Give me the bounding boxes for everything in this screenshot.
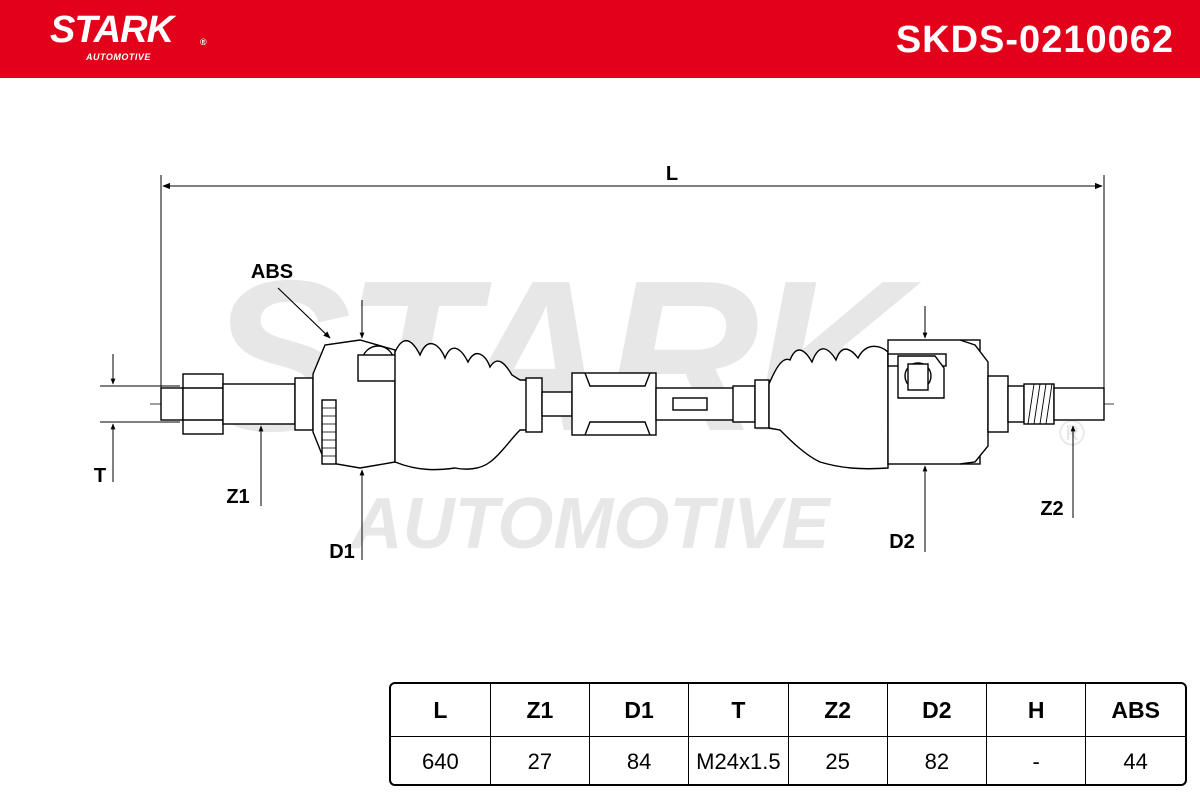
spec-value-row: 640 27 84 M24x1.5 25 82 - 44 <box>391 736 1185 784</box>
shaft-body <box>160 339 1105 471</box>
label-L: L <box>666 163 678 185</box>
label-ABS: ABS <box>251 261 293 283</box>
spec-value-L: 640 <box>391 736 491 784</box>
spec-value-H: - <box>986 736 1087 784</box>
logo-subtitle: AUTOMOTIVE <box>86 52 151 62</box>
spec-value-Z2: 25 <box>788 736 888 784</box>
spec-header-H: H <box>986 684 1087 737</box>
spec-header-D1: D1 <box>589 684 690 737</box>
label-Z2: Z2 <box>1040 498 1063 520</box>
logo-registered-mark: ® <box>200 37 207 47</box>
drive-shaft-drawing: STARK AUTOMOTIVE ® L <box>94 163 1115 564</box>
label-Z1: Z1 <box>226 486 249 508</box>
label-D2: D2 <box>889 531 915 553</box>
spec-value-D2: 82 <box>887 736 988 784</box>
stark-logo: STARK ® AUTOMOTIVE <box>50 9 207 62</box>
spec-header-Z1: Z1 <box>490 684 591 737</box>
watermark-sub: AUTOMOTIVE <box>349 484 832 564</box>
header-bar: STARK ® AUTOMOTIVE SKDS-0210062 <box>0 0 1200 78</box>
part-number: SKDS-0210062 <box>895 19 1174 61</box>
spec-header-ABS: ABS <box>1085 684 1185 737</box>
spec-header-Z2: Z2 <box>788 684 888 737</box>
dimension-L <box>160 175 1105 420</box>
spec-header-D2: D2 <box>887 684 988 737</box>
spec-value-T: M24x1.5 <box>688 736 789 784</box>
spec-header-L: L <box>391 684 491 737</box>
spec-value-D1: 84 <box>589 736 690 784</box>
spec-header-T: T <box>688 684 789 737</box>
logo-brand: STARK <box>50 9 174 51</box>
spec-value-Z1: 27 <box>490 736 591 784</box>
spec-value-ABS: 44 <box>1123 749 1148 774</box>
label-T: T <box>94 465 106 487</box>
spec-table: L Z1 D1 T Z2 D2 H ABS 640 27 84 M24x1.5 … <box>389 682 1187 786</box>
dimension-T <box>100 354 180 482</box>
spec-header-row: L Z1 D1 T Z2 D2 H ABS <box>391 684 1185 737</box>
label-D1: D1 <box>329 541 355 563</box>
